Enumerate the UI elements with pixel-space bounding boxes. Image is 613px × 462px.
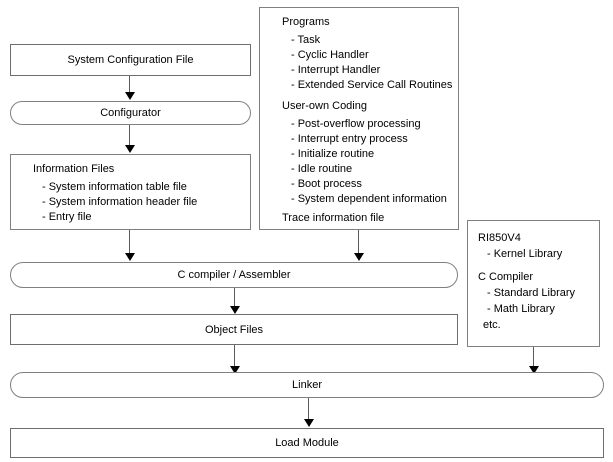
information-files-item-0: - System information table file bbox=[42, 181, 187, 193]
user-own-coding-item-3: - Idle routine bbox=[291, 163, 353, 175]
arrow-config-to-configurator-head bbox=[125, 92, 135, 100]
node-information-files[interactable]: Information Files - System information t… bbox=[10, 154, 251, 230]
arrow-info-to-ccompiler-head bbox=[125, 253, 135, 261]
arrow-configurator-to-info-head bbox=[125, 145, 135, 153]
programs-trace-information-file: Trace information file bbox=[282, 212, 385, 224]
arrow-info-to-ccompiler-line bbox=[129, 230, 130, 254]
libraries-c-compiler-item-1: - Math Library bbox=[487, 303, 555, 315]
information-files-item-1: - System information header file bbox=[42, 196, 198, 208]
node-configurator[interactable]: Configurator bbox=[10, 101, 251, 125]
libraries-heading-ri850v4: RI850V4 bbox=[478, 232, 521, 244]
libraries-c-compiler-item-0: - Standard Library bbox=[487, 287, 576, 299]
node-label-linker: Linker bbox=[292, 379, 322, 391]
arrow-configurator-to-info-line bbox=[129, 125, 130, 146]
programs-heading-programs: Programs bbox=[282, 16, 330, 28]
node-label-load-module: Load Module bbox=[275, 437, 339, 449]
programs-item-2: - Interrupt Handler bbox=[291, 64, 381, 76]
arrow-programs-to-ccompiler-line bbox=[358, 230, 359, 254]
libraries-ri850v4-item-0: - Kernel Library bbox=[487, 248, 563, 260]
node-linker[interactable]: Linker bbox=[10, 372, 604, 398]
arrow-ccompiler-to-object-head bbox=[230, 306, 240, 314]
user-own-coding-item-5: - System dependent information bbox=[291, 193, 447, 205]
node-object-files[interactable]: Object Files bbox=[10, 314, 458, 345]
node-libraries[interactable]: RI850V4 - Kernel Library C Compiler - St… bbox=[467, 220, 600, 347]
arrow-libraries-to-linker-head bbox=[529, 366, 539, 374]
libraries-heading-c-compiler: C Compiler bbox=[478, 271, 534, 283]
programs-item-0: - Task bbox=[291, 34, 321, 46]
user-own-coding-item-0: - Post-overflow processing bbox=[291, 118, 421, 130]
node-label-configurator: Configurator bbox=[100, 107, 161, 119]
node-label-object-files: Object Files bbox=[204, 323, 264, 336]
libraries-etc: etc. bbox=[483, 319, 501, 331]
information-files-item-2: - Entry file bbox=[42, 211, 92, 223]
arrow-linker-to-load-module-line bbox=[308, 398, 309, 420]
node-c-compiler-assembler[interactable]: C compiler / Assembler bbox=[10, 262, 458, 288]
arrow-ccompiler-to-object-line bbox=[234, 288, 235, 308]
user-own-coding-item-4: - Boot process bbox=[291, 178, 362, 190]
programs-heading-user-own-coding: User-own Coding bbox=[282, 100, 367, 112]
node-label-c-compiler-assembler: C compiler / Assembler bbox=[177, 269, 291, 281]
node-label-system-configuration-file: System Configuration File bbox=[67, 54, 194, 66]
arrow-programs-to-ccompiler-head bbox=[354, 253, 364, 261]
information-files-heading: Information Files bbox=[33, 163, 115, 175]
arrow-object-to-linker-line bbox=[234, 345, 235, 369]
programs-item-1: - Cyclic Handler bbox=[291, 49, 369, 61]
arrow-libraries-to-linker-line bbox=[533, 347, 534, 369]
programs-item-3: - Extended Service Call Routines bbox=[291, 79, 453, 91]
user-own-coding-item-2: - Initialize routine bbox=[291, 148, 375, 160]
user-own-coding-item-1: - Interrupt entry process bbox=[291, 133, 408, 145]
arrow-config-to-configurator-line bbox=[129, 76, 130, 94]
arrow-linker-to-load-module-head bbox=[304, 419, 314, 427]
node-load-module[interactable]: Load Module bbox=[10, 428, 604, 458]
node-system-configuration-file[interactable]: System Configuration File bbox=[10, 44, 251, 76]
node-programs[interactable]: Programs - Task - Cyclic Handler - Inter… bbox=[259, 7, 459, 230]
arrow-object-to-linker-head bbox=[230, 366, 240, 374]
